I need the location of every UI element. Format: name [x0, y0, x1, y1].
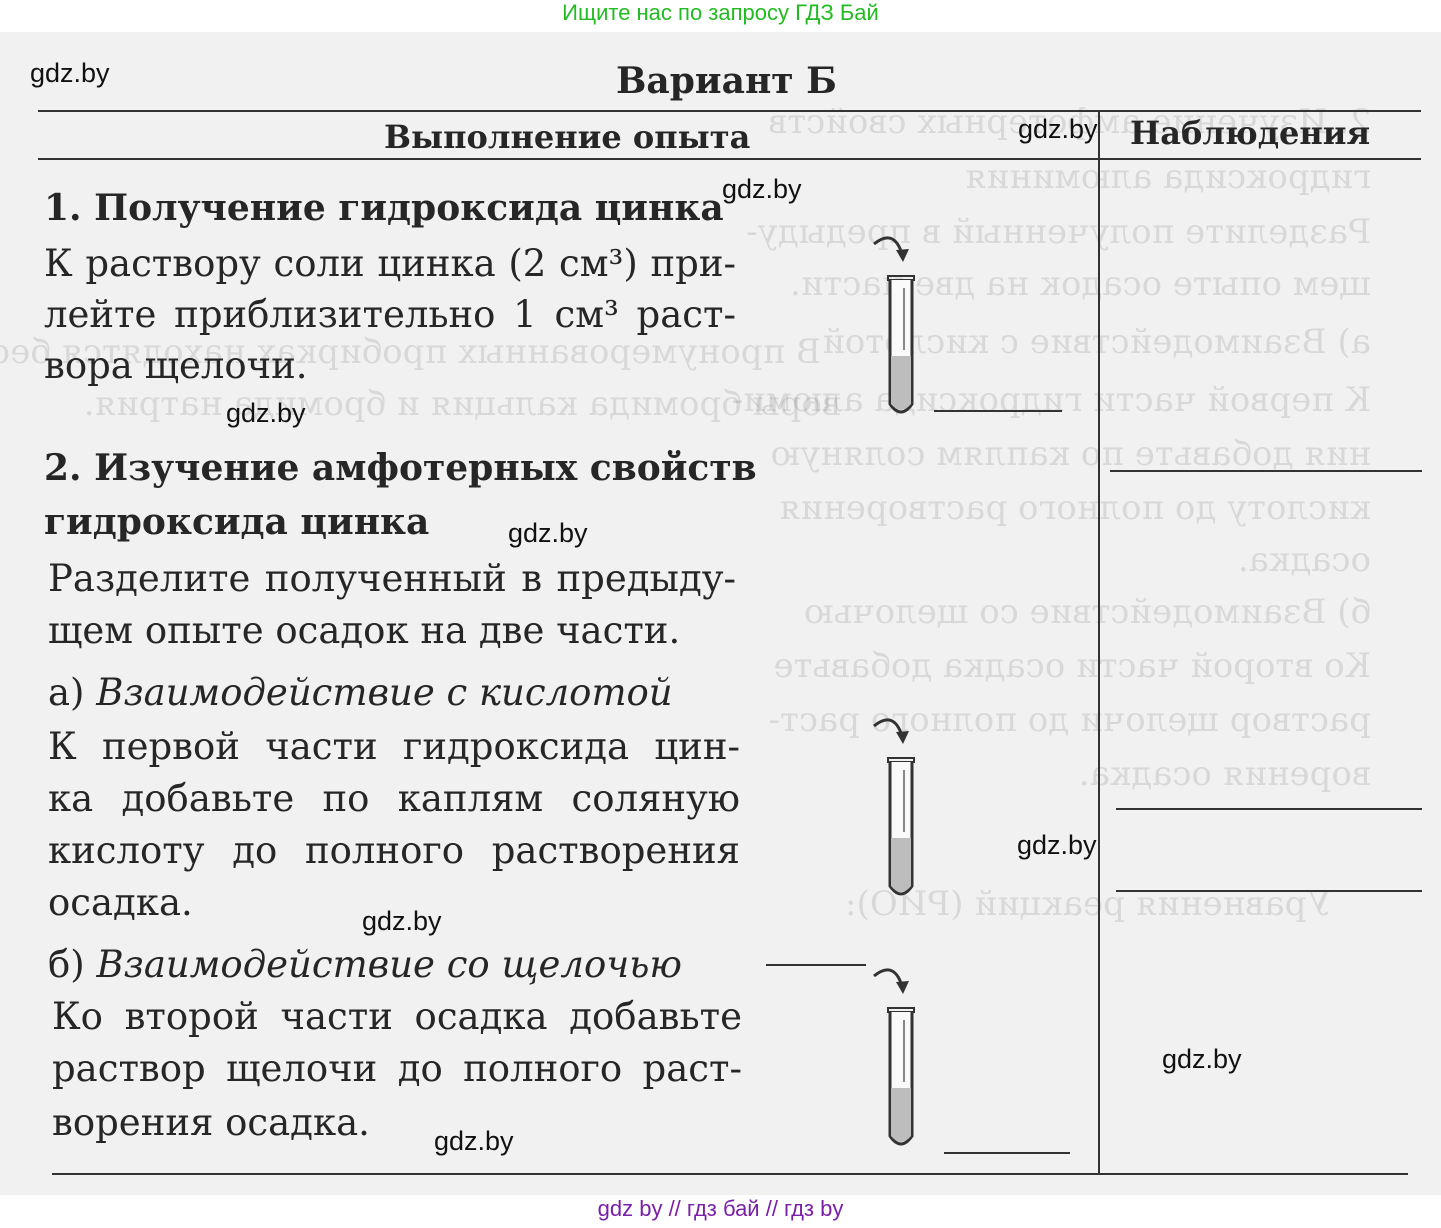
answer-line	[1116, 808, 1422, 810]
part-a-title: Взаимодействие с кислотой	[96, 671, 673, 714]
watermark: gdz.by	[722, 174, 802, 204]
part-b-title: Взаимодействие со щелочью	[96, 943, 682, 986]
bleed-line: б) Взаимодействие со щелочью	[804, 592, 1371, 632]
part-b-heading: б) Взаимодействие со щелочью	[48, 938, 682, 991]
bleed-line: ния добавьте по каплям соляную	[770, 434, 1371, 474]
section2-line: Разделите полученный в предыду-	[48, 557, 736, 600]
variant-title: Вариант Б	[616, 60, 837, 102]
part-b-line: Ко второй части осадка добавьте	[52, 995, 742, 1038]
answer-line	[1110, 470, 1422, 472]
bleed-line: раствор щелочи до полного раст-	[768, 700, 1371, 740]
test-tube-icon	[873, 236, 915, 414]
part-a-line: осадка.	[48, 881, 193, 924]
part-b-line: ворения осадка.	[52, 1101, 370, 1144]
watermark: gdz.by	[226, 398, 306, 428]
watermark: gdz.by	[508, 518, 588, 548]
bleed-line: кислоту до полного растворения	[779, 488, 1371, 528]
section1-line: К раствору соли цинка (2 см³) при-	[44, 242, 736, 285]
watermark: gdz.by	[1017, 830, 1097, 860]
bleed-line: Ко второй части осадка добавьте	[773, 646, 1371, 686]
column-divider	[1098, 112, 1100, 1175]
answer-line	[766, 964, 866, 966]
table-bottom-rule	[52, 1173, 1408, 1175]
section2-line: щем опыте осадок на две части.	[48, 609, 681, 652]
answer-line	[934, 410, 1062, 412]
bleed-line: гидроксида алюминия	[965, 157, 1371, 197]
watermark: gdz.by	[362, 906, 442, 936]
part-a-line: ка добавьте по каплям соляную	[48, 777, 740, 820]
section1-line: вора щелочи.	[44, 344, 308, 387]
section2-heading: гидроксида цинка	[44, 501, 430, 543]
watermark: gdz.by	[1162, 1044, 1242, 1074]
textbook-page: 2. Изучение амфотерных свойств гидроксид…	[0, 32, 1441, 1195]
part-b-label: б)	[48, 943, 85, 986]
watermark: gdz.by	[1018, 114, 1098, 144]
header-top-rule	[38, 110, 1421, 112]
bleed-line: осадка.	[1237, 540, 1371, 580]
column-header-observations: Наблюдения	[1130, 114, 1371, 152]
section1-line: лейте приблизительно 1 см³ раст-	[44, 293, 736, 336]
test-tube-icon	[873, 968, 915, 1146]
footer-links: gdz by // гдз бай // гдз by	[597, 1196, 844, 1221]
part-b-line: раствор щелочи до полного раст-	[52, 1047, 742, 1090]
bleed-line: Разделите полученный в предыду-	[746, 212, 1371, 252]
part-a-line: К первой части гидроксида цин-	[48, 725, 740, 768]
watermark: gdz.by	[30, 58, 110, 88]
part-a-label: а)	[48, 671, 85, 714]
answer-line	[944, 1152, 1070, 1154]
header-bottom-rule	[38, 158, 1421, 160]
test-tube-icon	[873, 718, 915, 896]
answer-line	[1116, 890, 1422, 892]
section1-heading: 1. Получение гидроксида цинка	[44, 187, 724, 229]
part-a-heading: а) Взаимодействие с кислотой	[48, 666, 673, 719]
section2-heading: 2. Изучение амфотерных свойств	[44, 447, 757, 489]
bleed-line: ворения осадка.	[1078, 754, 1371, 794]
column-header-procedure: Выполнение опыта	[384, 118, 751, 156]
part-a-line: кислоту до полного растворения	[48, 829, 740, 872]
search-banner: Ищите нас по запросу ГДЗ Бай	[562, 0, 879, 25]
watermark: gdz.by	[434, 1126, 514, 1156]
